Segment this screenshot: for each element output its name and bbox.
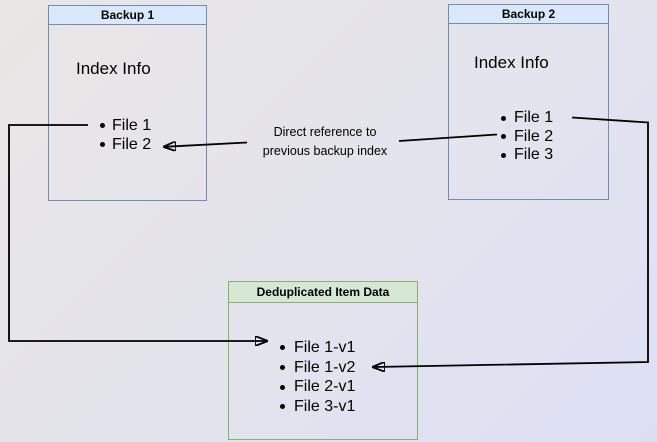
backup2-title: Backup 2	[449, 5, 608, 24]
deduplicated-item-data-box: Deduplicated Item Data File 1-v1 File 1-…	[228, 281, 418, 440]
list-item: File 2-v1	[279, 377, 355, 397]
backup1-title: Backup 1	[49, 6, 206, 25]
list-item: File 1-v1	[279, 338, 355, 358]
backup1-subtitle: Index Info	[76, 59, 151, 78]
backup1-box: Backup 1 Index Info File 1 File 2	[48, 5, 207, 201]
direct-reference-label: Direct reference to previous backup inde…	[247, 123, 403, 161]
direct-reference-label-line1: Direct reference to	[273, 125, 377, 139]
dedup-item-list: File 1-v1 File 1-v2 File 2-v1 File 3-v1	[279, 338, 355, 417]
backup2-box: Backup 2 Index Info File 1 File 2 File 3	[448, 4, 609, 200]
list-item: File 3-v1	[279, 397, 355, 417]
direct-reference-label-line2: previous backup index	[262, 144, 388, 158]
list-item: File 1	[99, 116, 151, 135]
list-item: File 1-v2	[279, 358, 355, 378]
backup2-file-list: File 1 File 2 File 3	[500, 109, 553, 165]
list-item: File 3	[500, 146, 553, 165]
list-item: File 1	[500, 109, 553, 128]
list-item: File 2	[99, 135, 151, 154]
list-item: File 2	[500, 128, 553, 147]
dedup-title: Deduplicated Item Data	[229, 282, 417, 303]
backup2-subtitle: Index Info	[474, 53, 549, 72]
backup1-file-list: File 1 File 2	[99, 116, 151, 154]
